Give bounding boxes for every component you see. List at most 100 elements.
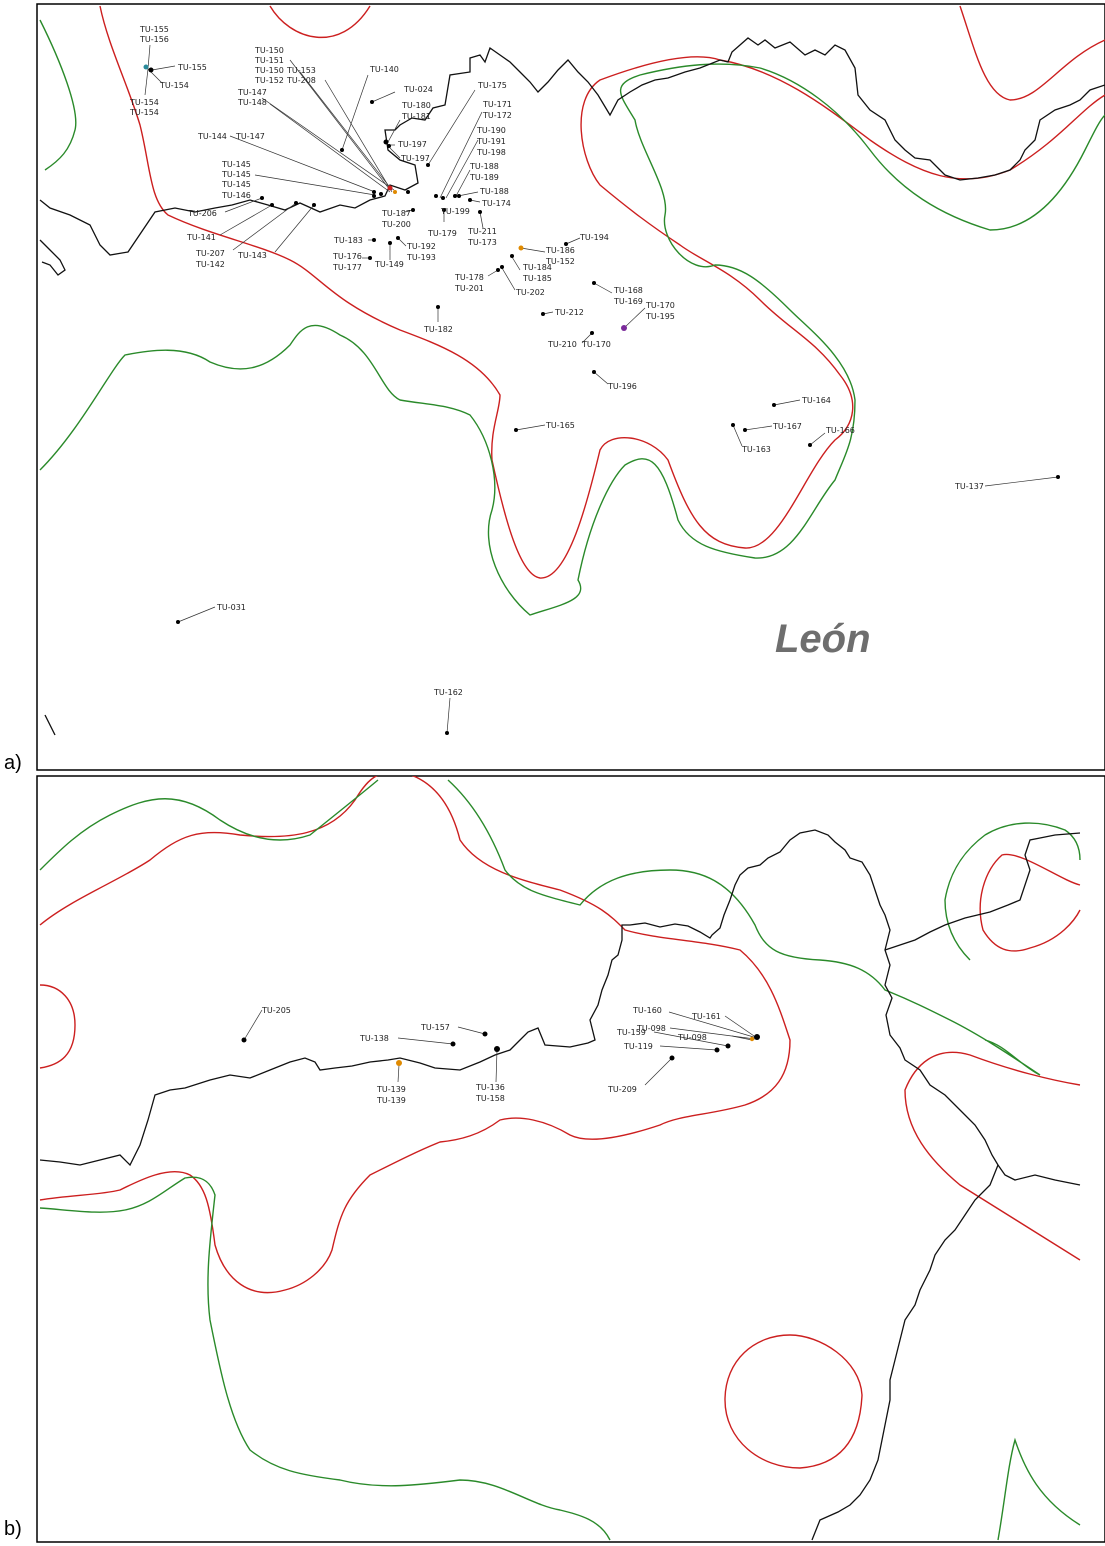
point-label: TU-196 xyxy=(607,382,637,391)
point-label: TU-141 xyxy=(186,233,216,242)
point-label: TU-172 xyxy=(482,111,512,120)
sample-point xyxy=(445,731,449,735)
point-label: TU-182 xyxy=(423,325,453,334)
point-label: TU-154 xyxy=(159,81,189,90)
sample-point xyxy=(148,67,154,73)
point-label: TU-210 xyxy=(547,340,577,349)
point-label: TU-190 xyxy=(476,126,506,135)
sample-point xyxy=(383,139,389,145)
sample-point xyxy=(442,208,446,212)
panel-b-map: TU-205 TU-157 TU-138 TU-139 TU-139 TU-13… xyxy=(36,775,1105,1543)
sample-point xyxy=(411,208,415,212)
point-label: TU-187 xyxy=(381,209,411,218)
sample-point xyxy=(379,192,383,196)
point-label: TU-195 xyxy=(645,312,675,321)
sample-point xyxy=(441,196,445,200)
sample-point xyxy=(590,331,594,335)
point-label: TU-174 xyxy=(481,199,511,208)
point-label: TU-158 xyxy=(475,1094,505,1103)
point-label: TU-156 xyxy=(139,35,169,44)
point-label: TU-209 xyxy=(607,1085,637,1094)
point-label: TU-160 xyxy=(632,1006,662,1015)
point-label: TU-146 xyxy=(221,191,251,200)
point-label: TU-176 xyxy=(332,252,362,261)
sample-point xyxy=(514,428,518,432)
point-label: TU-202 xyxy=(515,288,545,297)
place-name-leon: León xyxy=(775,617,871,661)
panel-a-frame xyxy=(36,3,1105,771)
sample-point xyxy=(453,194,457,198)
point-label: TU-186 xyxy=(545,246,575,255)
point-label: TU-191 xyxy=(476,137,506,146)
panel-b-letter: b) xyxy=(4,1518,22,1540)
contour-red-b4 xyxy=(904,1051,1081,1261)
point-label: TU-167 xyxy=(772,422,802,431)
sample-point xyxy=(468,198,472,202)
sample-point xyxy=(406,190,410,194)
highlight-point-orange xyxy=(396,1060,402,1066)
point-label: TU-152 xyxy=(254,76,284,85)
sample-point xyxy=(450,1041,456,1047)
point-label: TU-139 xyxy=(376,1085,406,1094)
point-label: TU-197 xyxy=(397,140,427,149)
point-label: TU-150 xyxy=(254,66,284,75)
contour-red-b5 xyxy=(724,1334,863,1469)
point-label: TU-178 xyxy=(454,273,484,282)
sample-point xyxy=(396,236,400,240)
contour-red-a2 xyxy=(269,5,371,39)
point-label: TU-180 xyxy=(401,101,431,110)
point-label: TU-205 xyxy=(261,1006,291,1015)
sample-point xyxy=(510,254,514,258)
point-label: TU-192 xyxy=(406,242,436,251)
highlight-point-purple xyxy=(621,325,627,331)
boundary-black-b1 xyxy=(39,829,1081,1186)
point-label: TU-177 xyxy=(332,263,362,272)
sample-point xyxy=(387,144,391,148)
sample-point xyxy=(426,163,430,167)
point-label: TU-201 xyxy=(454,284,484,293)
boundary-black-b2 xyxy=(884,832,1081,951)
point-label: TU-199 xyxy=(440,207,470,216)
contour-green-b5 xyxy=(997,1437,1081,1541)
point-label: TU-148 xyxy=(237,98,267,107)
point-label: TU-183 xyxy=(333,236,363,245)
point-label: TU-031 xyxy=(216,603,246,612)
point-label: TU-200 xyxy=(381,220,411,229)
sample-point xyxy=(754,1034,760,1040)
panel-b-frame xyxy=(36,775,1105,1543)
point-label: TU-207 xyxy=(195,249,225,258)
sample-point xyxy=(725,1043,731,1049)
point-label: TU-150 xyxy=(254,46,284,55)
sample-point xyxy=(494,1046,500,1052)
sample-point xyxy=(743,428,747,432)
point-label: TU-155 xyxy=(177,63,207,72)
sample-point xyxy=(388,241,392,245)
boundary-black-a2 xyxy=(39,239,66,276)
point-label: TU-147 xyxy=(235,132,265,141)
boundary-black-a1 xyxy=(39,37,1105,256)
sample-point xyxy=(176,620,180,624)
point-label: TU-152 xyxy=(545,257,575,266)
point-label: TU-142 xyxy=(195,260,225,269)
sample-point xyxy=(434,194,438,198)
point-label: TU-166 xyxy=(825,426,855,435)
sample-point xyxy=(370,100,374,104)
sample-point xyxy=(241,1037,247,1043)
point-label: TU-140 xyxy=(369,65,399,74)
point-label: TU-155 xyxy=(139,25,169,34)
point-label: TU-147 xyxy=(237,88,267,97)
point-label: TU-163 xyxy=(741,445,771,454)
boundary-black-a3 xyxy=(44,714,56,736)
point-label: TU-143 xyxy=(237,251,267,260)
sample-point xyxy=(478,210,482,214)
point-label: TU-098 xyxy=(677,1033,707,1042)
panel-a-letter: a) xyxy=(4,752,22,774)
highlight-point-teal xyxy=(143,64,149,70)
sample-point xyxy=(482,1031,488,1037)
point-label: TU-168 xyxy=(613,286,643,295)
point-label: TU-181 xyxy=(401,112,431,121)
sample-point xyxy=(340,148,344,152)
panel-a-points xyxy=(148,67,1060,735)
contour-red-b2 xyxy=(39,984,76,1069)
point-label: TU-173 xyxy=(467,238,497,247)
